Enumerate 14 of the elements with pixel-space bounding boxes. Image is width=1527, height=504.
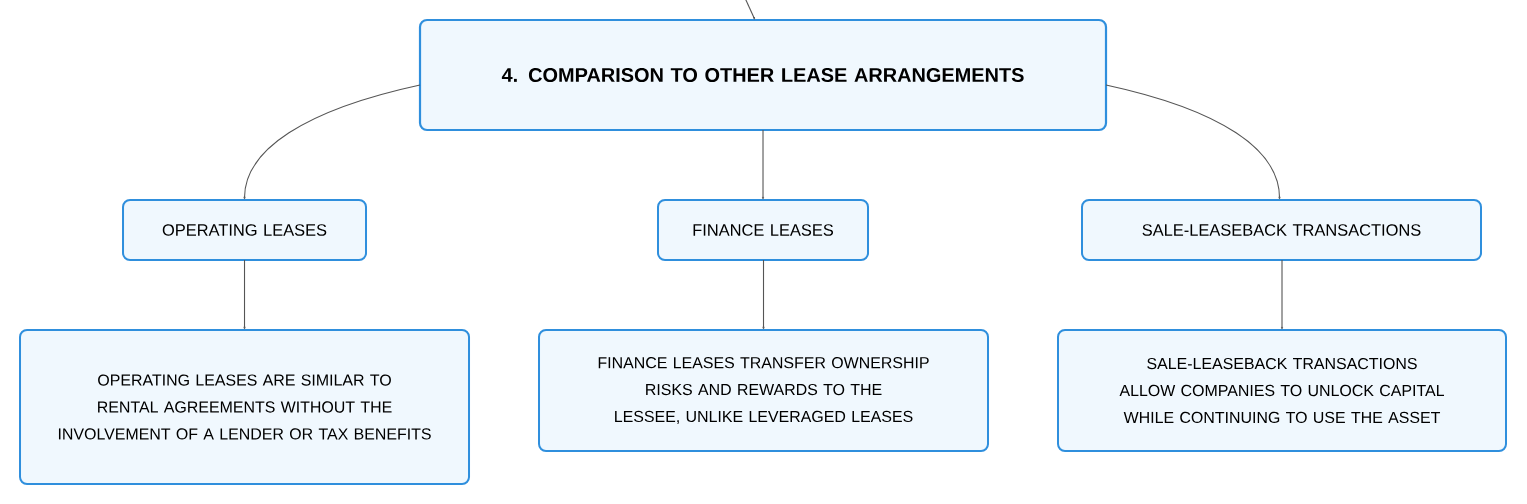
arrow bbox=[1105, 84, 1281, 200]
arrow bbox=[762, 259, 765, 330]
subtopic-box: OPERATING LEASES bbox=[122, 199, 367, 261]
subtopic-box: FINANCE LEASES bbox=[657, 199, 869, 261]
description-box: OPERATING LEASES ARE SIMILAR TO RENTAL AGREEMENTS WITHOUT THE INVOLVEMENT OF A LENDER OR TAX BENEFITS bbox=[19, 329, 470, 485]
arrow bbox=[761, 129, 765, 200]
arrow bbox=[1280, 259, 1284, 330]
description-box: SALE-LEASEBACK TRANSACTIONS ALLOW COMPANIES TO UNLOCK CAPITAL WHILE CONTINUING TO USE THE ASSET bbox=[1057, 329, 1507, 452]
arrow bbox=[744, 0, 755, 20]
subtopic-box: SALE-LEASEBACK TRANSACTIONS bbox=[1081, 199, 1482, 261]
arrow bbox=[243, 84, 421, 200]
main-topic-box: 4. COMPARISON TO OTHER LEASE ARRANGEMENTS bbox=[418, 18, 1108, 132]
arrow bbox=[243, 259, 246, 330]
description-box: FINANCE LEASES TRANSFER OWNERSHIP RISKS AND REWARDS TO THE LESSEE, UNLIKE LEVERAGED LEASES bbox=[538, 329, 989, 452]
